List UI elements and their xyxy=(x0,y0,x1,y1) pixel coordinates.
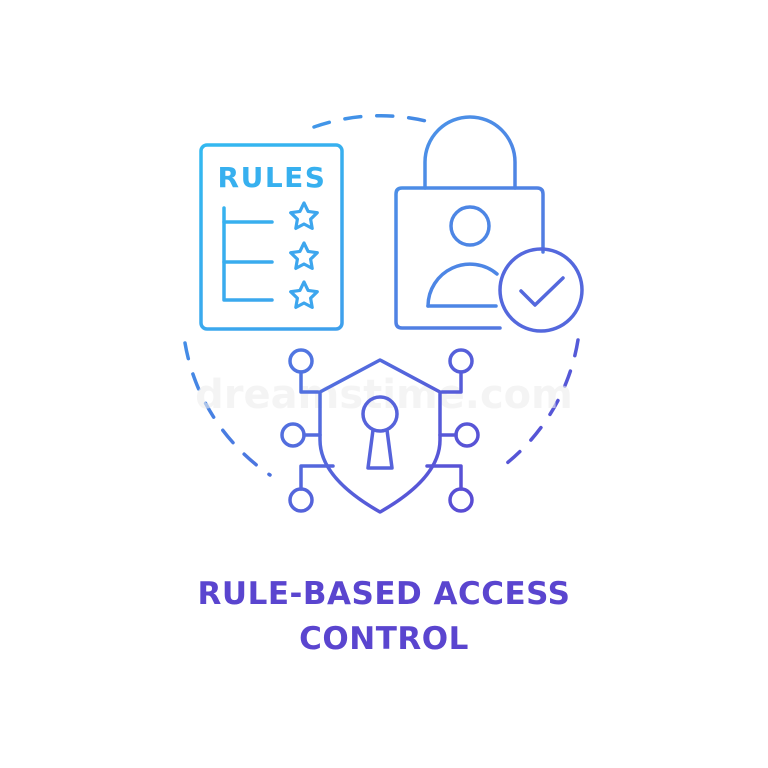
caption-line-1: RULE-BASED ACCESS xyxy=(197,576,571,612)
user-icon xyxy=(426,205,499,308)
rule-based-access-illustration: dreamstime.com RULES xyxy=(183,113,584,514)
star-icon xyxy=(289,280,319,309)
caption-line-2: CONTROL xyxy=(299,621,469,657)
rules-document-icon xyxy=(199,143,344,331)
network-nodes-icon xyxy=(280,348,480,513)
star-icon xyxy=(289,201,319,230)
padlock-icon xyxy=(394,115,545,330)
dashed-ring xyxy=(183,113,580,477)
star-icon xyxy=(289,241,319,270)
shield-icon xyxy=(318,358,442,514)
rules-heading: RULES xyxy=(218,161,327,194)
watermark-text: dreamstime.com xyxy=(195,372,573,418)
checkmark-icon xyxy=(498,247,584,333)
keyhole-icon xyxy=(361,395,399,470)
caption-title: RULE-BASED ACCESS CONTROL xyxy=(0,572,768,662)
